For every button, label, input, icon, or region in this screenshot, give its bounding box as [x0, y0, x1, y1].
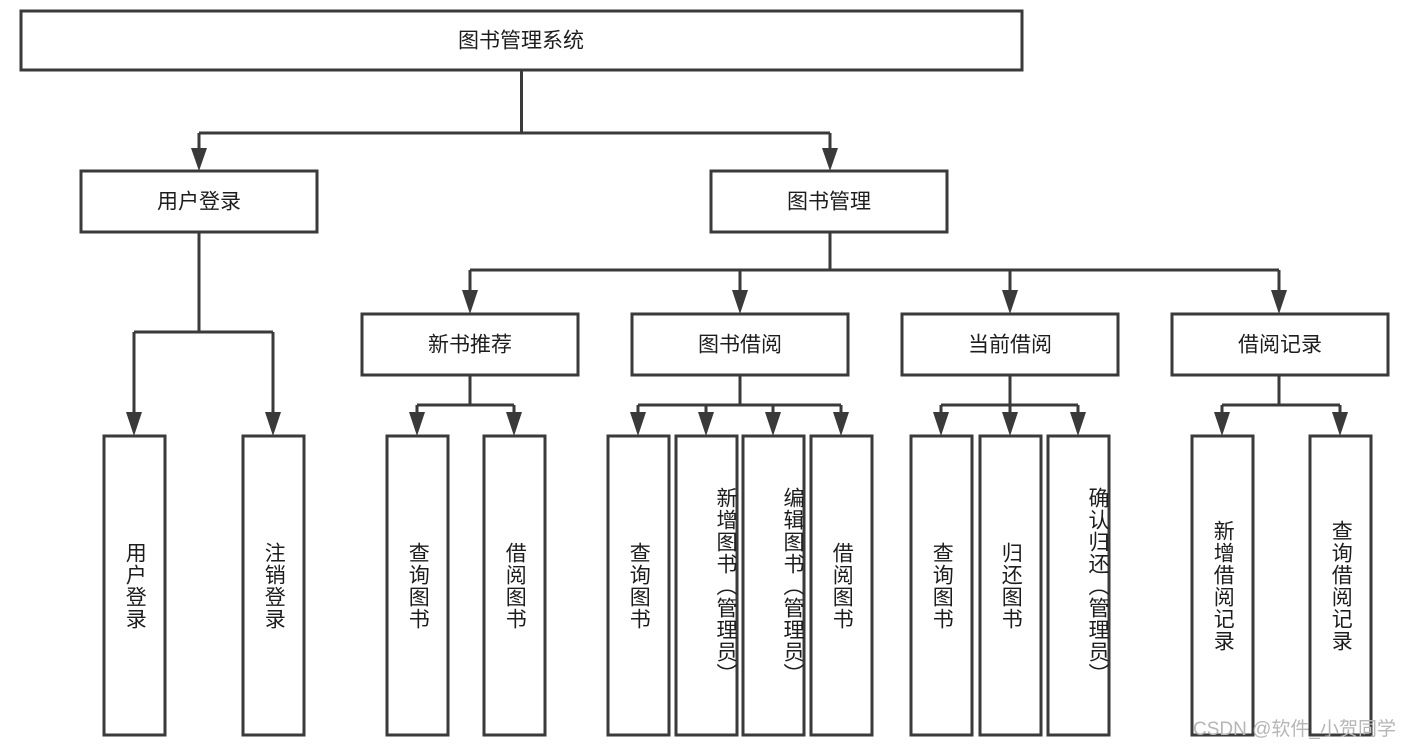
- node-user-login-label: 用户登录: [157, 191, 241, 214]
- node-book-manage-label: 图书管理: [787, 191, 871, 214]
- leaf-box-nb-query-book[interactable]: [385, 434, 450, 737]
- leaf-box-br-query-record[interactable]: [1308, 434, 1373, 737]
- connector-group-borrow-record-to-leaves: [1214, 375, 1348, 436]
- node-user-login[interactable]: 用户登录: [79, 169, 319, 234]
- node-new-book-recommend-label: 新书推荐: [428, 334, 512, 357]
- arrow-head-br-leaf-1: [1214, 412, 1230, 436]
- node-new-book-recommend-box[interactable]: [360, 312, 580, 377]
- leaf-box-bb-edit-book[interactable]: [741, 434, 806, 737]
- arrow-head-nb-leaf-2: [506, 412, 522, 436]
- arrow-head-cb-leaf-2: [1002, 412, 1018, 436]
- leaf-box-br-add-record[interactable]: [1190, 434, 1255, 737]
- arrow-head-bb-leaf-2: [698, 412, 714, 436]
- arrow-head-nb-leaf-1: [409, 412, 425, 436]
- node-book-manage[interactable]: 图书管理: [709, 169, 949, 234]
- node-book-borrow-box[interactable]: [630, 312, 850, 377]
- arrow-head-new-book: [462, 290, 478, 314]
- arrow-head-leaf-user-login: [126, 412, 142, 436]
- arrow-head-current-borrow: [1002, 290, 1018, 314]
- leaf-box-bb-borrow-book[interactable]: [809, 434, 874, 737]
- connector-group-new-book-to-leaves: [409, 375, 522, 436]
- connector-group-book-manage-to-level3: [462, 232, 1287, 314]
- node-borrow-record[interactable]: 借阅记录: [1170, 312, 1390, 377]
- arrow-head-cb-leaf-1: [933, 412, 949, 436]
- arrow-head-bb-leaf-1: [630, 412, 646, 436]
- arrow-head-br-leaf-2: [1332, 412, 1348, 436]
- arrow-head-user-login: [191, 148, 207, 171]
- arrow-head-bb-leaf-3: [765, 412, 781, 436]
- node-user-login-box[interactable]: [79, 169, 319, 234]
- arrow-head-leaf-logout: [265, 412, 281, 436]
- node-book-borrow-label: 图书借阅: [698, 334, 782, 357]
- arrow-head-book-manage: [822, 148, 838, 171]
- node-book-manage-box[interactable]: [709, 169, 949, 234]
- arrow-head-borrow-record: [1271, 290, 1287, 314]
- node-borrow-record-box[interactable]: [1170, 312, 1390, 377]
- watermark-text: CSDN @软件_小贺同学: [1193, 719, 1396, 740]
- leaf-box-bb-query-book[interactable]: [606, 434, 671, 737]
- node-current-borrow-box[interactable]: [900, 312, 1120, 377]
- connector-group-root-to-level2: [191, 70, 838, 171]
- node-book-borrow[interactable]: 图书借阅: [630, 312, 850, 377]
- arrow-head-cb-leaf-3: [1070, 412, 1086, 436]
- node-current-borrow-label: 当前借阅: [968, 334, 1052, 357]
- node-current-borrow[interactable]: 当前借阅: [900, 312, 1120, 377]
- leaf-box-bb-add-book[interactable]: [674, 434, 739, 737]
- node-root[interactable]: 图书管理系统: [19, 9, 1024, 72]
- leaf-box-cb-query-book[interactable]: [909, 434, 974, 737]
- connector-group-current-borrow-to-leaves: [933, 375, 1086, 436]
- leaf-box-cb-return-book[interactable]: [978, 434, 1043, 737]
- connector-group-book-borrow-to-leaves: [630, 375, 849, 436]
- node-root-box[interactable]: [19, 9, 1024, 72]
- leaf-box-user-login[interactable]: [102, 434, 167, 737]
- leaf-box-nb-borrow-book[interactable]: [482, 434, 547, 737]
- arrow-head-bb-leaf-4: [833, 412, 849, 436]
- leaf-box-cb-confirm-return[interactable]: [1046, 434, 1111, 737]
- arrow-head-book-borrow: [732, 290, 748, 314]
- node-root-label: 图书管理系统: [458, 30, 584, 53]
- connector-group-user-login-to-leaves: [126, 232, 281, 436]
- node-borrow-record-label: 借阅记录: [1238, 334, 1322, 357]
- node-new-book-recommend[interactable]: 新书推荐: [360, 312, 580, 377]
- leaf-box-logout[interactable]: [241, 434, 306, 737]
